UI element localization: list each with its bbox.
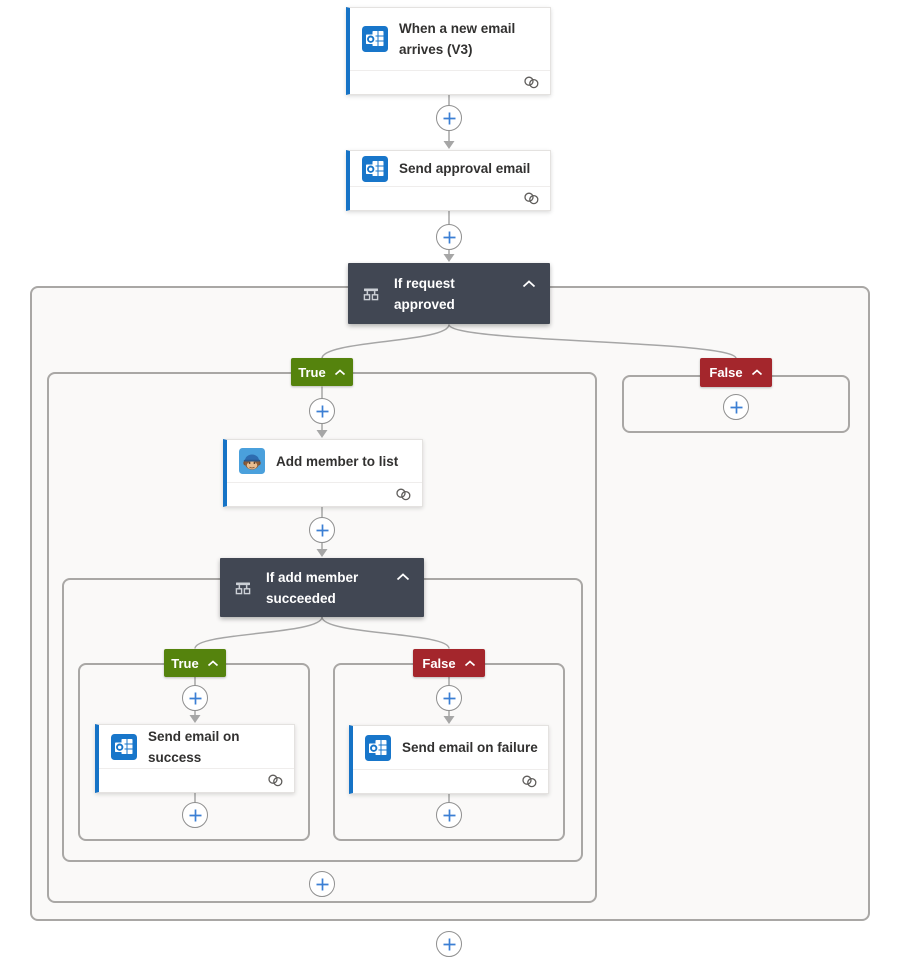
condition-card-if-add-member-succeeded[interactable]: If add member succeeded [220, 558, 424, 617]
card-footer [99, 768, 294, 792]
trigger-card-when-new-email-arrives[interactable]: When a new email arrives (V3) [346, 7, 551, 95]
outlook-icon [362, 26, 388, 52]
connections-link-icon[interactable] [523, 191, 540, 206]
badge-label: False [422, 655, 456, 671]
outlook-icon [111, 733, 137, 760]
card-title: Send approval email [399, 161, 531, 176]
connections-link-icon[interactable] [523, 75, 540, 90]
connections-link-icon[interactable] [395, 487, 412, 502]
card-title: Send email on success [148, 728, 240, 765]
outlook-icon [362, 155, 388, 182]
card-footer [350, 70, 550, 94]
card-title: Send email on failure [402, 740, 538, 755]
false-branch-badge-nested[interactable]: False [413, 649, 485, 677]
insert-step-button[interactable] [723, 394, 749, 420]
insert-step-button[interactable] [182, 802, 208, 828]
card-footer [353, 769, 548, 793]
insert-step-button[interactable] [309, 517, 335, 543]
collapse-chevron-up-icon [207, 659, 218, 666]
condition-title: If add member succeeded [266, 569, 359, 606]
insert-step-button[interactable] [436, 802, 462, 828]
collapse-chevron-up-icon [334, 368, 345, 375]
card-header: Add member to list [227, 440, 422, 482]
card-title: When a new email arrives (V3) [399, 21, 516, 57]
badge-label: False [709, 365, 743, 380]
mailchimp-icon [239, 448, 265, 474]
badge-label: True [171, 655, 199, 671]
action-card-add-member-to-list[interactable]: Add member to list [223, 439, 423, 507]
connections-link-icon[interactable] [521, 774, 538, 789]
collapse-chevron-up-icon[interactable] [396, 573, 410, 581]
insert-step-button[interactable] [182, 685, 208, 711]
condition-title: If request approved [394, 275, 455, 312]
outlook-icon [365, 734, 391, 761]
card-header: Send email on failure [353, 726, 548, 769]
true-branch-badge-outer[interactable]: True [291, 358, 353, 386]
true-branch-badge-nested[interactable]: True [164, 649, 226, 677]
insert-step-button[interactable] [436, 105, 462, 131]
card-header: Send approval email [350, 151, 550, 186]
connections-link-icon[interactable] [267, 773, 284, 788]
action-card-send-approval-email[interactable]: Send approval email [346, 150, 551, 211]
card-header: Send email on success [99, 725, 294, 768]
collapse-chevron-up-icon [751, 369, 762, 376]
condition-icon [235, 582, 251, 594]
condition-icon [363, 288, 379, 300]
action-card-send-email-on-failure[interactable]: Send email on failure [349, 725, 549, 794]
insert-step-button[interactable] [436, 685, 462, 711]
insert-step-button[interactable] [436, 931, 462, 957]
false-branch-badge-outer[interactable]: False [700, 358, 772, 387]
insert-step-button[interactable] [309, 871, 335, 897]
badge-label: True [298, 364, 326, 380]
card-header: When a new email arrives (V3) [350, 8, 550, 70]
action-card-send-email-on-success[interactable]: Send email on success [95, 724, 295, 793]
card-footer [350, 186, 550, 210]
card-title: Add member to list [276, 453, 399, 469]
card-footer [227, 482, 422, 506]
insert-step-button[interactable] [436, 224, 462, 250]
insert-step-button[interactable] [309, 398, 335, 424]
collapse-chevron-up-icon[interactable] [522, 280, 536, 288]
condition-card-if-request-approved[interactable]: If request approved [348, 263, 550, 324]
collapse-chevron-up-icon [464, 659, 475, 666]
